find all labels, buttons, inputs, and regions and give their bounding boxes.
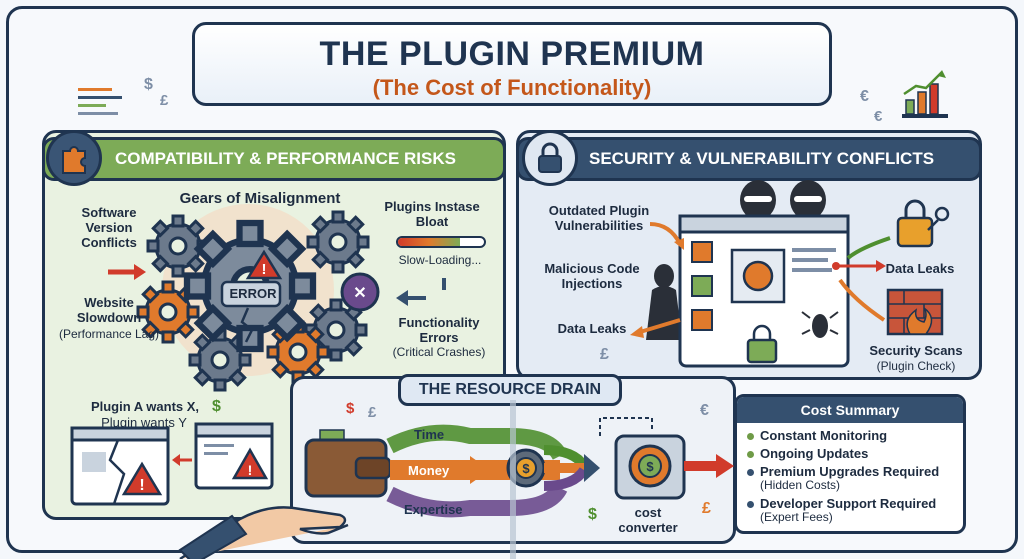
cost-summary-header: Cost Summary [737,397,963,423]
plugin-conflict-a: Plugin A wants X, [90,399,200,414]
scans-title: Security Scans [869,343,963,358]
money-label: Money [408,463,450,478]
puzzle-icon [46,130,102,186]
bug-icon [801,311,839,338]
loading-progress-fill [398,238,460,246]
malicious-label: Malicious Code Injections [544,261,640,291]
title-box: THE PLUGIN PREMIUM (The Cost of Function… [192,22,832,106]
cost-summary-box: Cost Summary Constant Monitoring Ongoing… [734,394,966,534]
bloat-title: Plugins Instase Bloat [384,199,480,229]
padlock-icon [522,130,578,186]
plugin-conflict-b: Plugin wants Y [101,415,187,430]
gears-illustration: ✕ ! [136,204,380,392]
arrows-left-panel [108,264,446,306]
pound-icon-bottom: £ [368,404,377,421]
euro-icon: € [860,88,869,105]
euro-icon-2: € [874,108,883,125]
dollar-icon: $ [144,76,153,93]
functionality-note: (Critical Crashes) [392,345,486,359]
error-label: ERROR [229,286,277,301]
page-title: THE PLUGIN PREMIUM [319,35,705,73]
compatibility-header: COMPATIBILITY & PERFORMANCE RISKS [42,137,506,181]
svg-text:!: ! [248,462,253,478]
dollar-icon-bottom: $ [346,400,355,417]
pound-icon-right: £ [600,346,609,363]
euro-icon-bottom: € [700,402,709,419]
pound-icon-orange: £ [702,500,711,517]
svg-text:!: ! [139,477,144,494]
gears-title: Gears of Misalignment [179,190,341,207]
broken-windows-illustration: ! ! [70,422,274,506]
svg-text:$: $ [646,459,654,474]
cost-item: Developer Support Required(Expert Fees) [747,496,936,524]
version-conflicts-label: Software Version Conflicts [81,205,137,250]
cost-converter-label: cost converter [618,505,678,535]
list-lines-icon [78,88,122,115]
loading-progress-bar [396,236,486,248]
expertise-label: Expertise [404,502,463,517]
data-leaks-left-label: Data Leaks [557,321,627,336]
scans-note: (Plugin Check) [876,359,956,373]
bar-chart-icon [902,70,948,118]
resource-flow-illustration: $ $ [178,400,734,559]
key-icon [896,199,950,248]
outdated-label: Outdated Plugin Vulnerabilities [548,203,650,233]
slowdown-note: (Performance Lag) [58,327,160,341]
slowdown-title: Website Slowdown [76,295,142,325]
time-label: Time [414,427,445,442]
functionality-title: Functionality Errors [398,315,480,345]
wallet-icon [304,429,392,498]
page-subtitle: (The Cost of Functionality) [372,75,652,100]
svg-text:✕: ✕ [353,285,366,302]
cost-item: Premium Upgrades Required(Hidden Costs) [747,464,939,492]
svg-text:$: $ [522,461,530,476]
dollar-icon-green: $ [588,506,597,523]
cost-item: Ongoing Updates [747,446,868,461]
cost-item: Constant Monitoring [747,428,887,443]
data-leaks-right-label: Data Leaks [885,261,955,276]
svg-text:!: ! [262,261,267,278]
pound-icon: £ [160,92,169,109]
firewall-icon [886,288,944,336]
security-header: SECURITY & VULNERABILITY CONFLICTS [516,137,982,181]
dollar-icon-left: $ [212,398,221,415]
slow-loading-label: Slow-Loading... [398,253,482,267]
security-illustration [630,180,950,368]
